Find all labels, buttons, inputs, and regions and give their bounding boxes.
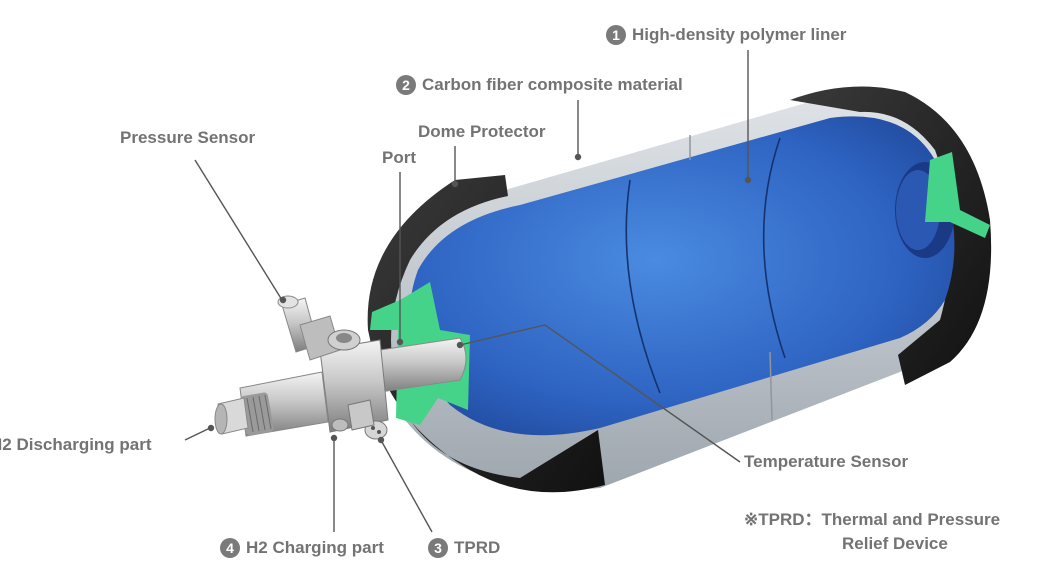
- polymer-liner: [409, 116, 955, 436]
- shell-seams: [689, 135, 773, 421]
- tprd-note-prefix: ※TPRD：: [744, 510, 822, 529]
- label-charging-text: H2 Charging part: [246, 538, 384, 557]
- label-pressure-sensor: Pressure Sensor: [120, 128, 255, 148]
- label-temperature-sensor: Temperature Sensor: [744, 452, 908, 472]
- boss-right: [925, 152, 990, 238]
- label-dome-text: Dome Protector: [418, 122, 546, 141]
- leader-lines: [184, 50, 752, 533]
- dome-protector-left: [367, 175, 605, 493]
- label-discharging-text: H2 Discharging part: [0, 435, 152, 454]
- label-discharging: H2 Discharging part: [0, 435, 152, 455]
- label-tprd-text: TPRD: [454, 538, 501, 557]
- label-carbon-text: Carbon fiber composite material: [422, 75, 683, 94]
- tprd-note: ※TPRD：Thermal and Pressure: [744, 508, 1000, 532]
- label-carbon-fiber: 2 Carbon fiber composite material: [396, 75, 683, 95]
- label-dome-protector: Dome Protector: [418, 122, 546, 142]
- tprd-note-line2: Relief Device: [842, 534, 948, 553]
- label-liner: 1 High-density polymer liner: [606, 25, 846, 45]
- label-port: Port: [382, 148, 416, 168]
- badge-1: 1: [606, 25, 626, 45]
- label-charging: 4 H2 Charging part: [220, 538, 384, 558]
- label-tprd: 3 TPRD: [428, 538, 500, 558]
- badge-4: 4: [220, 538, 240, 558]
- label-port-text: Port: [382, 148, 416, 167]
- badge-2: 2: [396, 75, 416, 95]
- badge-3: 3: [428, 538, 448, 558]
- label-pressure-text: Pressure Sensor: [120, 128, 256, 147]
- label-temperature-text: Temperature Sensor: [744, 452, 909, 471]
- valve-assembly: [214, 295, 467, 440]
- label-liner-text: High-density polymer liner: [632, 25, 847, 44]
- tprd-note-line1: Thermal and Pressure: [821, 510, 1001, 529]
- tprd-note-second: Relief Device: [842, 532, 948, 556]
